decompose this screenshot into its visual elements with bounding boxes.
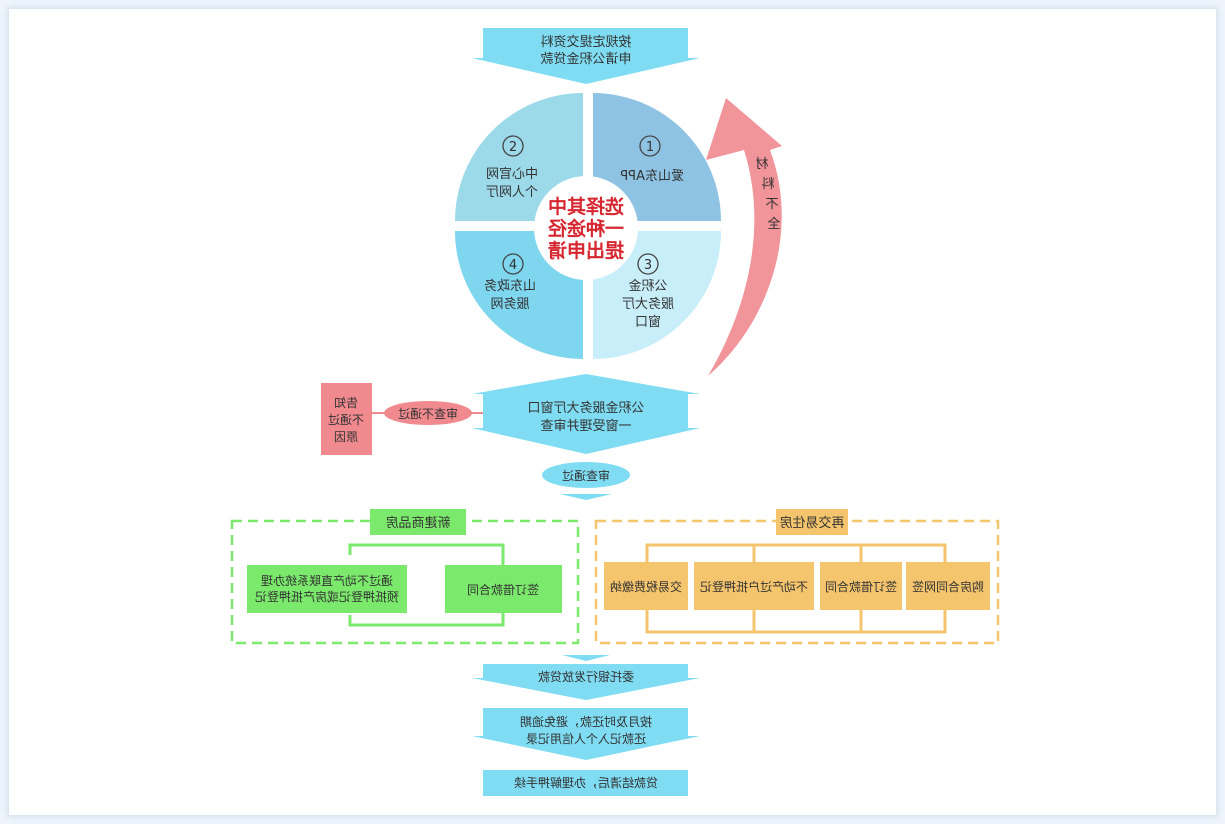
quadrant-3-line1: 公积金 <box>628 278 667 294</box>
final-step-box: 贷款结清后，办理解押手续 <box>483 770 688 796</box>
fail-box-line1: 告知 <box>334 396 358 410</box>
svg-text:4: 4 <box>509 258 517 273</box>
bank-step-label: 委托银行发放贷款 <box>538 669 634 684</box>
return-char-2: 料 <box>761 177 774 192</box>
svg-text:3: 3 <box>644 258 652 273</box>
svg-text:2: 2 <box>509 140 517 155</box>
resale-box3: 不动产过户抵押登记 <box>700 579 808 594</box>
final-step-label: 贷款结清后，办理解押手续 <box>514 775 658 790</box>
quadrant-4-line1: 山东政务 <box>484 278 536 294</box>
quadrant-3-line2: 服务大厅 <box>622 296 674 312</box>
channel-circle: 1 爱山东APP 2 中心官网 个人网厅 3 公积金 服务大厅 窗口 4 山东政… <box>455 93 721 359</box>
resale-title: 再交易住房 <box>779 515 844 531</box>
svg-text:1: 1 <box>646 140 654 155</box>
top-step-arrow: 按规定提交资料 申请公积金贷款 <box>472 28 700 84</box>
new-house-box1: 签订借款合同 <box>467 582 539 597</box>
fail-branch: 审查不通过 告知 不通过 原因 <box>321 383 483 455</box>
quadrant-2 <box>455 93 583 221</box>
resale-box-tax <box>604 562 688 610</box>
quadrant-3 <box>593 231 721 359</box>
resale-box4: 交易税费缴纳 <box>610 579 682 594</box>
bottom-connector <box>562 655 610 661</box>
center-disc <box>534 176 638 280</box>
quadrant-3-line3: 窗口 <box>635 314 661 330</box>
repay-line2: 还款记入个人信用记录 <box>526 732 646 746</box>
resale-box-contract <box>820 562 902 610</box>
pass-label: 审查通过 <box>562 468 610 483</box>
quadrant-1-label: 爱山东APP <box>620 169 684 184</box>
resale-box-transfer <box>694 562 814 610</box>
fail-reason-box <box>321 383 372 455</box>
new-house-title-box <box>370 509 466 535</box>
fail-box-line3: 原因 <box>334 430 358 444</box>
pass-branch: 审查通过 <box>542 462 630 500</box>
resale-box1: 购房合同网签 <box>912 579 984 594</box>
resale-box-netsign <box>906 562 990 610</box>
quadrant-4-number: 4 <box>502 253 524 275</box>
quadrant-2-number: 2 <box>502 135 524 157</box>
resale-section: 再交易住房 交易税费缴纳 不动产过户抵押登记 签订借款合同 购房合同网签 <box>594 509 1000 645</box>
incomplete-materials-arrow: 材 料 不 全 <box>706 98 782 376</box>
repay-line1: 按月及时还款，避免逾期 <box>520 714 652 729</box>
quadrant-1 <box>593 93 721 221</box>
resale-box2: 签订借款合同 <box>825 579 897 594</box>
quadrant-3-number: 3 <box>637 253 659 275</box>
fail-label: 审查不通过 <box>398 406 458 421</box>
resale-title-box <box>776 509 848 535</box>
quadrant-4-line2: 服务网 <box>490 296 529 312</box>
quadrant-2-line2: 个人网厅 <box>486 185 538 200</box>
new-house-box2-line1: 通过不动产直联系统办理 <box>261 573 393 588</box>
repay-step-arrow: 按月及时还款，避免逾期 还款记入个人信用记录 <box>472 708 700 760</box>
quadrant-2-line1: 中心官网 <box>486 166 538 182</box>
center-line1: 选择其中 <box>548 195 624 218</box>
new-house-box2-line2: 预抵押登记或房产抵押登记 <box>255 589 399 604</box>
fail-box-line2: 不通过 <box>328 413 364 427</box>
center-line2: 一种途径 <box>548 217 624 240</box>
new-house-title: 新建商品房 <box>385 515 450 531</box>
review-line2: 一窗受理并审查 <box>540 418 631 434</box>
quadrant-1-number: 1 <box>639 135 661 157</box>
top-line2: 申请公积金贷款 <box>540 51 631 67</box>
review-line1: 公积金服务大厅窗口 <box>527 400 644 416</box>
top-line1: 按规定提交资料 <box>540 34 631 50</box>
new-house-section: 新建商品房 通过不动产直联系统办理 预抵押登记或房产抵押登记 签订借款合同 <box>230 509 580 645</box>
fail-ellipse <box>384 401 472 425</box>
bank-step-arrow: 委托银行发放贷款 <box>472 664 700 700</box>
review-step-arrow: 公积金服务大厅窗口 一窗受理并审查 <box>472 374 700 454</box>
new-house-border <box>230 519 580 645</box>
return-char-4: 全 <box>767 216 780 232</box>
new-house-box-contract <box>445 565 562 613</box>
new-house-box-registration <box>247 565 407 613</box>
center-line3: 提出申请 <box>548 239 624 262</box>
return-char-3: 不 <box>765 197 778 212</box>
return-char-1: 材 <box>755 157 768 172</box>
pass-ellipse <box>542 462 630 488</box>
